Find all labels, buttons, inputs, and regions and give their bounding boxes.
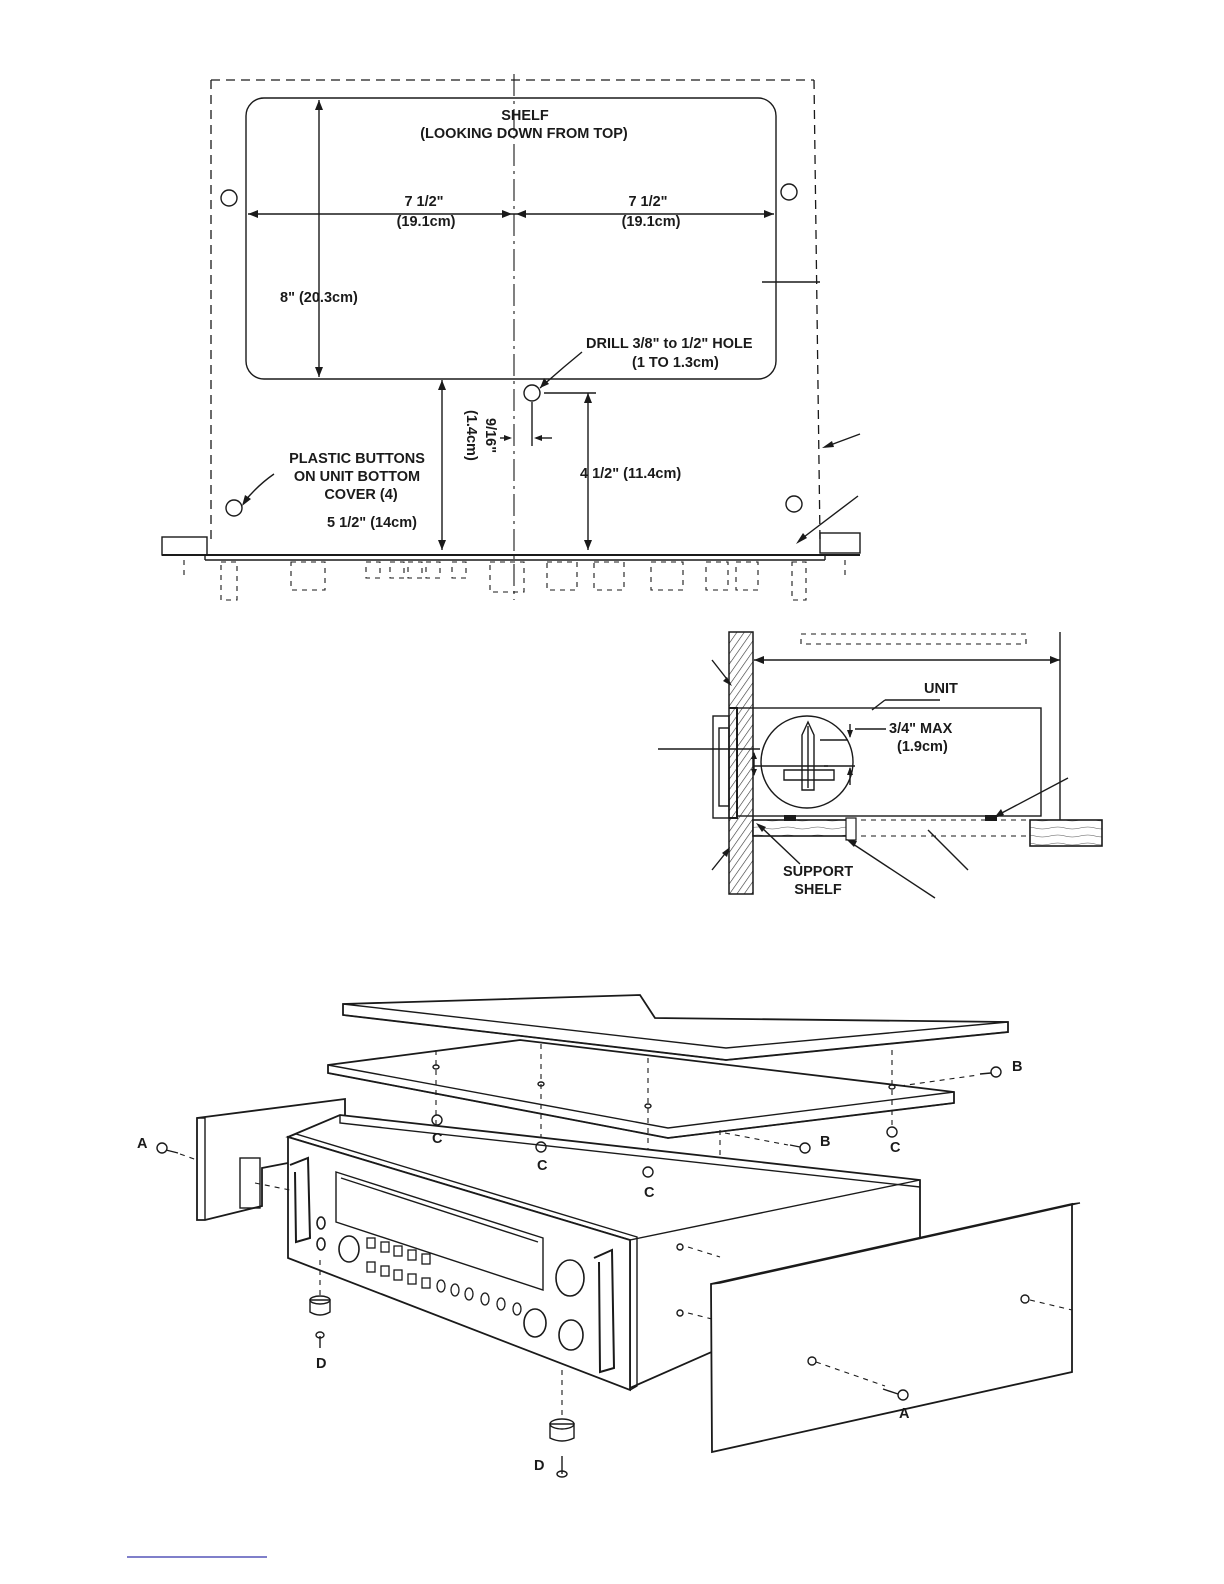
drill-label-metric: (1 TO 1.3cm) <box>632 355 719 371</box>
plastic-button-hole <box>221 190 237 206</box>
screw-b-top <box>900 1067 1001 1086</box>
plastic-button-hole <box>781 184 797 200</box>
label-d-bottom: D <box>534 1458 544 1474</box>
left-width-label: 7 1/2" <box>404 194 443 210</box>
right-width-metric: (19.1cm) <box>622 214 681 230</box>
unit-outline-right <box>814 80 820 540</box>
buttons-label-3: COVER (4) <box>324 487 397 503</box>
clearance-metric: (1.9cm) <box>897 739 948 755</box>
offset-metric: (1.4cm) <box>463 410 479 461</box>
label-b-mid: B <box>820 1134 830 1150</box>
screw-c <box>887 1127 897 1137</box>
right-width-label: 7 1/2" <box>628 194 667 210</box>
rubber-foot <box>550 1424 574 1441</box>
shelf-subtitle: (LOOKING DOWN FROM TOP) <box>420 126 628 142</box>
label-a-right: A <box>899 1406 910 1422</box>
detail-magnifier <box>761 716 853 808</box>
side-view: UNIT 3/4" MAX (1.9cm) SUPPORT SHELF <box>658 632 1102 898</box>
exploded-view: A A B B C C C C D D <box>137 995 1080 1477</box>
support-shelf-label-2: SHELF <box>794 882 842 898</box>
volume-knob <box>339 1236 359 1262</box>
screw-a-left <box>157 1143 197 1160</box>
label-b-top: B <box>1012 1059 1022 1075</box>
plastic-button-hole <box>226 500 242 516</box>
unit-label: UNIT <box>924 681 958 697</box>
drill-label: DRILL 3/8" to 1/2" HOLE <box>586 336 753 352</box>
label-c: C <box>537 1158 548 1174</box>
screw-b-mid <box>725 1133 810 1153</box>
depth-label: 8" (20.3cm) <box>280 290 358 306</box>
top-view: SHELF (LOOKING DOWN FROM TOP) 7 1/2" (19… <box>162 74 860 600</box>
offset-label: 9/16" <box>482 418 498 453</box>
buttons-label-1: PLASTIC BUTTONS <box>289 451 425 467</box>
clearance-label: 3/4" MAX <box>889 721 953 737</box>
plastic-button-hole <box>786 496 802 512</box>
buttons-label-2: ON UNIT BOTTOM <box>294 469 420 485</box>
shelf-title: SHELF <box>501 108 549 124</box>
drill-hole <box>524 385 540 401</box>
cabinet-wall <box>729 632 753 894</box>
front-dimension-label: 5 1/2" (14cm) <box>327 515 417 531</box>
label-c: C <box>432 1131 443 1147</box>
unit-front-panel-top-view <box>162 533 860 600</box>
screw-c <box>432 1115 442 1125</box>
label-c: C <box>644 1185 655 1201</box>
label-a-left: A <box>137 1136 148 1152</box>
hole-depth-label: 4 1/2" (11.4cm) <box>580 466 681 482</box>
label-c: C <box>890 1140 901 1156</box>
label-d-left: D <box>316 1356 326 1372</box>
support-shelf-label-1: SUPPORT <box>783 864 853 880</box>
tuning-knob <box>556 1260 584 1296</box>
left-width-metric: (19.1cm) <box>397 214 456 230</box>
